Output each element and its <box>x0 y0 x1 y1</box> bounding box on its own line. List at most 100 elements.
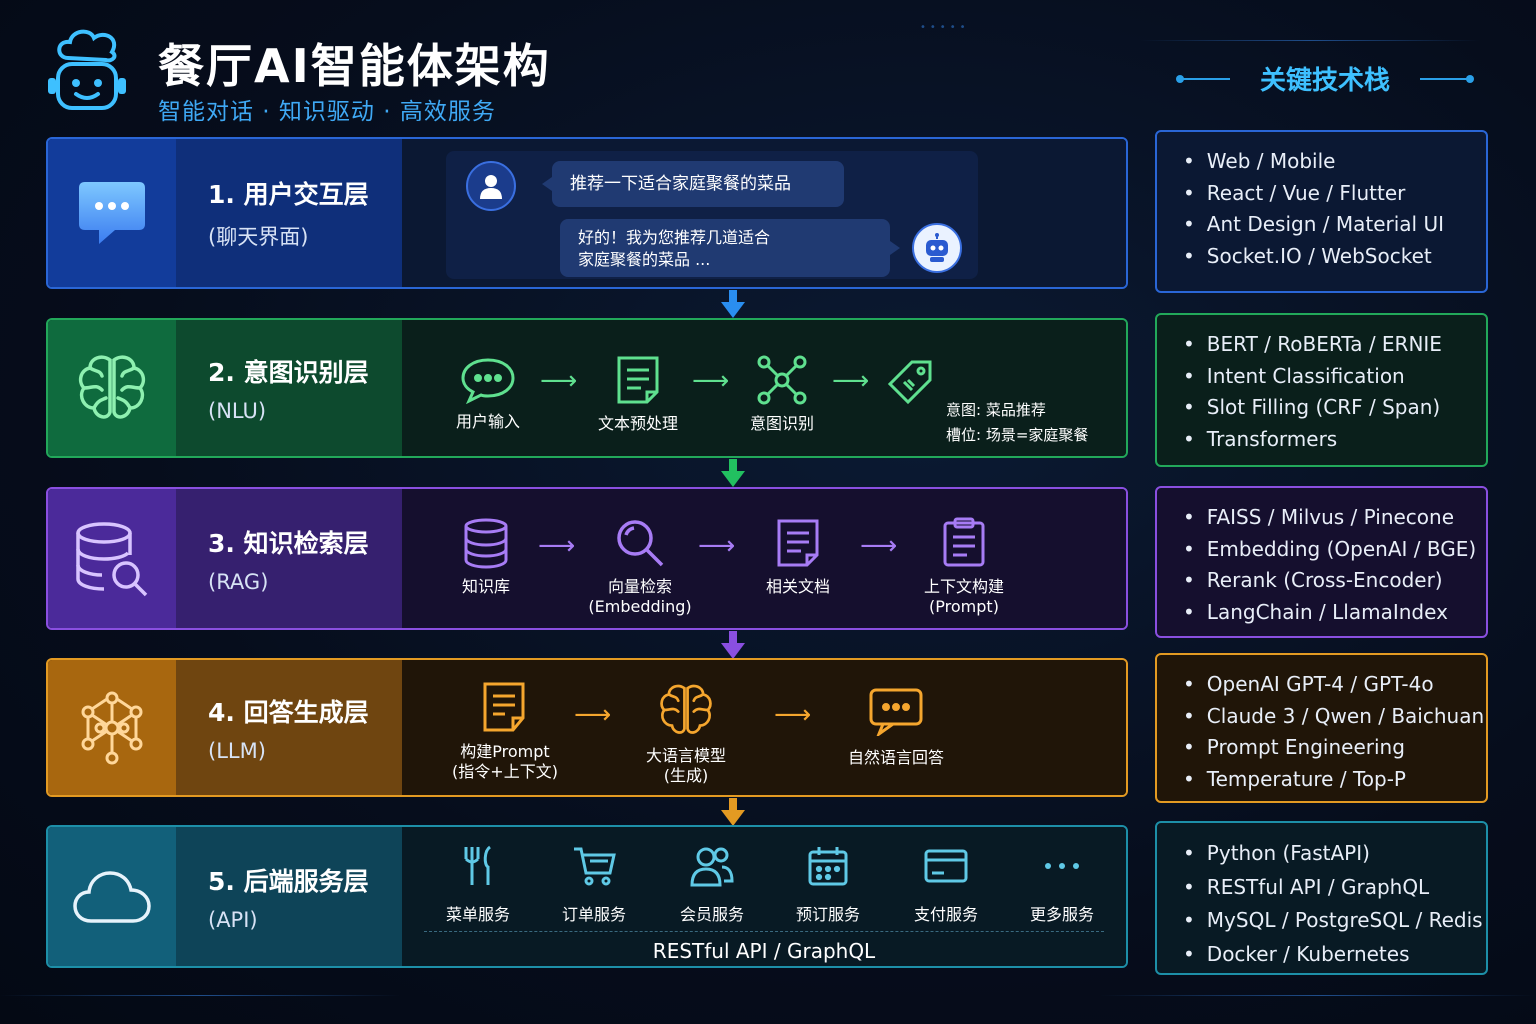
flow-arrow: ⟶ <box>538 531 576 561</box>
layer-name-cell: 5. 后端服务层 (API) <box>176 827 402 966</box>
layer-answer-generation: 4. 回答生成层 (LLM) 构建Prompt (指令+上下文) ⟶ 大语言模型… <box>46 658 1128 797</box>
layer-name-cell: 1. 用户交互层 (聊天界面) <box>176 139 402 287</box>
deco-dots: ••••• <box>920 22 970 33</box>
flow-step-label: 向量检索 <box>607 577 672 596</box>
flow-step-sublabel: (生成) <box>663 766 709 785</box>
bot-message-bubble: 好的！我为您推荐几道适合 家庭聚餐的菜品 ... <box>560 219 900 277</box>
title-line-left <box>1176 75 1230 83</box>
layer-icon-cell <box>48 320 176 456</box>
flow-step-label: 意图识别 <box>749 414 814 433</box>
tech-item: Docker / Kubernetes <box>1183 938 1486 972</box>
flow-step-label: 用户输入 <box>455 412 520 431</box>
more-dots-icon <box>1045 863 1079 869</box>
flow-step-vector-search: 向量检索 (Embedding) <box>580 517 700 617</box>
layer-name: 2. 意图识别层 <box>208 358 369 387</box>
tech-item: Socket.IO / WebSocket <box>1183 241 1486 273</box>
layer-icon-cell <box>48 489 176 628</box>
intent-label: 意图: 菜品推荐 <box>946 401 1046 419</box>
tech-item: Temperature / Top-P <box>1183 764 1486 796</box>
brain-icon <box>78 355 146 419</box>
flow-step-sublabel: (Embedding) <box>588 597 692 616</box>
service-label: 菜单服务 <box>445 905 510 924</box>
layer-subname: (NLU) <box>208 399 267 423</box>
layer-name: 3. 知识检索层 <box>208 528 369 558</box>
tech-item: Slot Filling (CRF / Span) <box>1183 392 1486 424</box>
intent-result: 意图: 菜品推荐 槽位: 场景=家庭聚餐 <box>946 398 1088 448</box>
tech-stack-llm: OpenAI GPT-4 / GPT-4o Claude 3 / Qwen / … <box>1155 653 1488 803</box>
layer-name: 5. 后端服务层 <box>208 866 369 896</box>
layer-name-cell: 4. 回答生成层 (LLM) <box>176 660 402 795</box>
deco-line <box>1100 995 1536 996</box>
layer-name: 4. 回答生成层 <box>208 697 369 727</box>
tech-item: React / Vue / Flutter <box>1183 178 1486 210</box>
cloud-icon <box>73 870 151 923</box>
tech-item: Embedding (OpenAI / BGE) <box>1183 534 1486 566</box>
tech-item: FAISS / Milvus / Pinecone <box>1183 502 1486 534</box>
layer-subname: (API) <box>208 907 258 932</box>
layer-icon-cell <box>48 827 176 966</box>
flow-arrow: ⟶ <box>540 366 578 396</box>
user-avatar <box>466 161 516 211</box>
page-title: 餐厅AI智能体架构 <box>158 39 551 93</box>
service-member: 会员服务 <box>662 845 762 925</box>
flow-step-intent: 意图识别 <box>736 354 828 434</box>
arrow-down-icon <box>721 798 745 826</box>
service-label: 订单服务 <box>561 905 626 924</box>
tech-stack-api: Python (FastAPI) RESTful API / GraphQL M… <box>1155 821 1488 975</box>
tech-item: Python (FastAPI) <box>1183 837 1486 871</box>
flow-step-label: 大语言模型 <box>645 746 726 765</box>
tech-item: Web / Mobile <box>1183 146 1486 178</box>
flow-arrow: ⟶ <box>692 366 730 396</box>
tech-item: Transformers <box>1183 424 1486 456</box>
flow-step-llm: 大语言模型 (生成) <box>628 682 744 786</box>
tech-stack-ui: Web / Mobile React / Vue / Flutter Ant D… <box>1155 130 1488 293</box>
tech-item: Rerank (Cross-Encoder) <box>1183 565 1486 597</box>
layer-name-cell: 3. 知识检索层 (RAG) <box>176 489 402 628</box>
document-icon <box>777 519 819 567</box>
flow-step-context-build: 上下文构建 (Prompt) <box>908 517 1020 617</box>
flow-step-label: 文本预处理 <box>597 414 678 433</box>
flow-step-label: 构建Prompt <box>460 742 550 761</box>
document-edit-icon <box>483 682 525 732</box>
chat-icon <box>869 688 923 736</box>
tech-stack-title-text: 关键技术栈 <box>1259 66 1390 96</box>
bot-avatar <box>912 223 962 273</box>
chat-bubble-icon <box>79 182 145 244</box>
layer-icon-cell <box>48 139 176 287</box>
service-label: 更多服务 <box>1029 905 1094 924</box>
api-label: RESTful API / GraphQL <box>652 939 876 963</box>
tech-stack-rag: FAISS / Milvus / Pinecone Embedding (Ope… <box>1155 486 1488 638</box>
user-icon <box>480 175 502 199</box>
title-line-right <box>1420 75 1474 83</box>
layer-subname: (RAG) <box>208 569 269 594</box>
service-menu: 菜单服务 <box>428 845 528 925</box>
flow-step-label: 相关文档 <box>765 577 830 596</box>
document-icon <box>617 356 659 404</box>
service-payment: 支付服务 <box>896 845 996 925</box>
tag-icon <box>887 360 932 405</box>
service-more: 更多服务 <box>1012 845 1112 925</box>
tech-item: Ant Design / Material UI <box>1183 209 1486 241</box>
layer-name-cell: 2. 意图识别层 (NLU) <box>176 320 402 456</box>
robot-chef-logo-icon <box>48 29 126 110</box>
tech-item: Claude 3 / Qwen / Baichuan <box>1183 701 1486 733</box>
flow-step-label: 上下文构建 <box>923 577 1004 596</box>
deco-line <box>0 995 400 996</box>
database-search-icon <box>76 521 148 596</box>
arrow-down-icon <box>721 631 745 659</box>
nlu-flow: 用户输入 ⟶ 文本预处理 ⟶ 意图识别 ⟶ 意图: 菜品推荐 槽位: 场景=家庭… <box>402 320 1126 456</box>
service-label: 预订服务 <box>795 905 860 924</box>
neural-network-icon <box>81 691 143 764</box>
network-icon <box>757 355 807 405</box>
flow-step-label: 自然语言回答 <box>847 748 944 767</box>
divider <box>424 931 1104 932</box>
flow-step-knowledge-base: 知识库 <box>446 517 526 597</box>
user-message-bubble: 推荐一下适合家庭聚餐的菜品 <box>542 161 844 207</box>
bot-message-line: 好的！我为您推荐几道适合 <box>578 228 771 247</box>
flow-arrow: ⟶ <box>860 531 898 561</box>
tech-item: Intent Classification <box>1183 361 1486 393</box>
users-icon <box>690 847 734 887</box>
layer-user-interaction: 1. 用户交互层 (聊天界面) 推荐一下适合家庭聚餐的菜品 好的！我为您推荐几道… <box>46 137 1128 289</box>
service-label: 支付服务 <box>913 905 978 924</box>
bot-message-line: 家庭聚餐的菜品 ... <box>578 250 711 269</box>
